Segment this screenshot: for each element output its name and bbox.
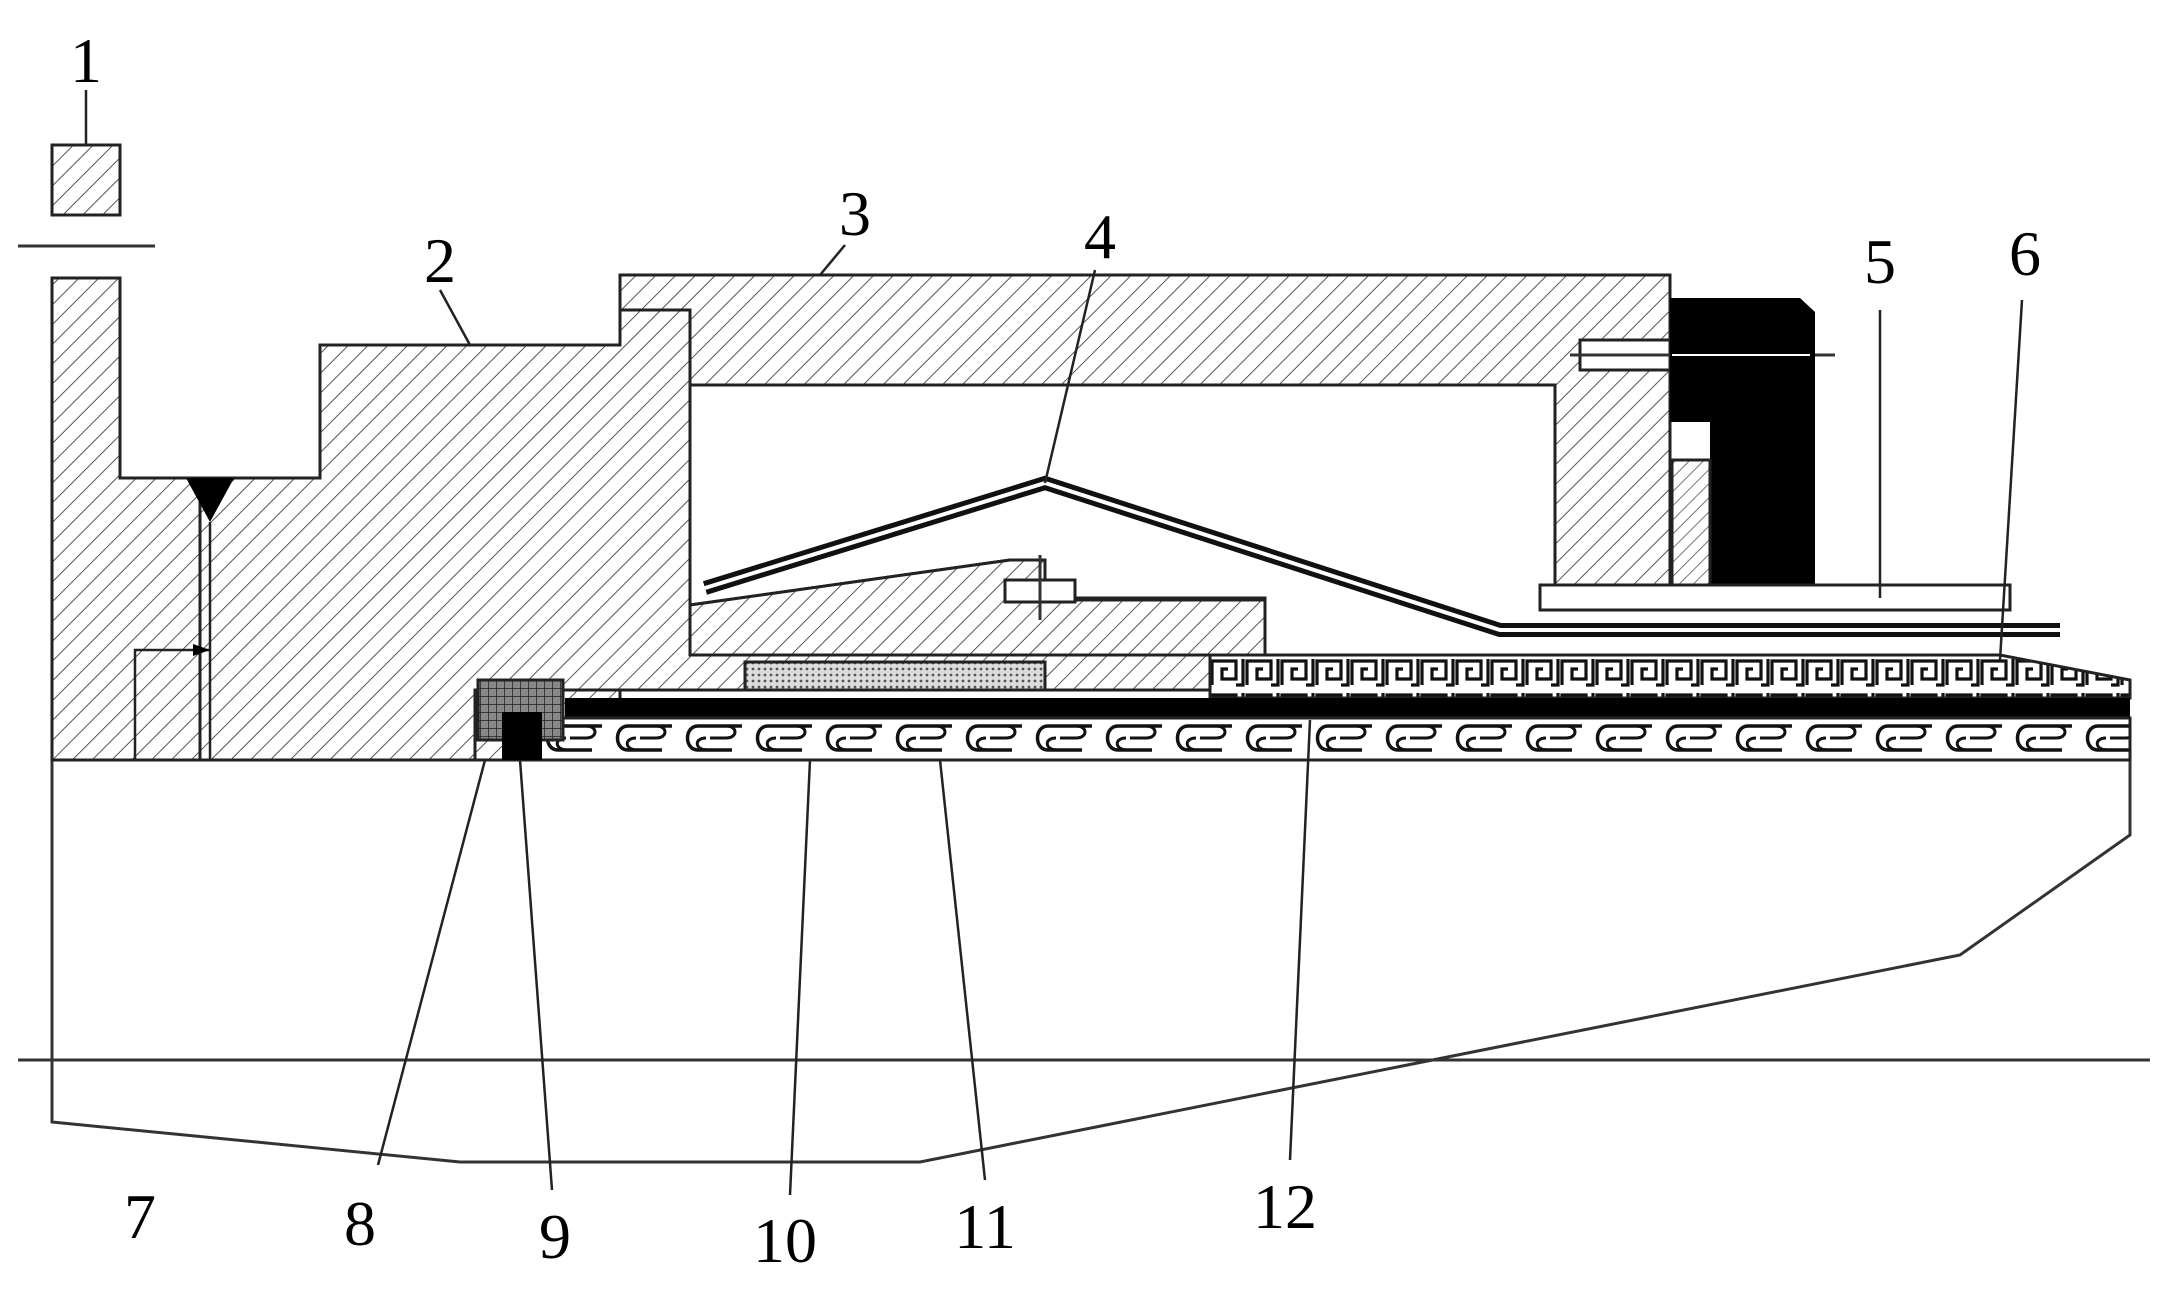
leader-10	[788, 759, 812, 1196]
callout-10: 10	[753, 1205, 817, 1276]
part-3-gland-cover	[618, 273, 1672, 594]
callout-7: 7	[124, 1181, 156, 1252]
callout-5: 5	[1864, 226, 1896, 297]
part-10-11-chain-layer	[538, 716, 2132, 762]
leader-3	[819, 244, 846, 276]
leader-9	[518, 759, 554, 1191]
callout-4: 4	[1084, 201, 1116, 272]
part-9-black-block	[502, 712, 542, 760]
callout-12: 12	[1253, 1171, 1317, 1242]
leader-4	[1043, 269, 1097, 484]
leader-6	[1998, 299, 2024, 661]
callout-3: 3	[839, 178, 871, 249]
callout-1: 1	[70, 25, 102, 96]
weld-symbol	[186, 478, 234, 522]
part-12-black-strip	[565, 698, 2130, 718]
part-4-diaphragm-inner	[704, 480, 2060, 632]
support-ring	[688, 558, 1267, 657]
seal-ring-shoulder	[1670, 458, 1712, 602]
callout-9: 9	[539, 1201, 571, 1272]
callout-11: 11	[954, 1191, 1016, 1262]
part-1-flange-top	[50, 143, 122, 217]
part-6-labyrinth-seal	[1208, 653, 2132, 700]
leader-8	[376, 759, 487, 1166]
packing-strip	[743, 660, 1047, 692]
black-seal-ring	[1670, 298, 1815, 600]
callout-8: 8	[344, 1188, 376, 1259]
part-5-plate	[1538, 583, 2012, 612]
leader-2	[438, 289, 472, 346]
callout-2: 2	[424, 225, 456, 296]
leader-11	[938, 759, 987, 1181]
casing-outline	[50, 760, 2132, 1164]
weld-arrowhead	[193, 644, 210, 656]
leader-12	[1288, 719, 1312, 1161]
callout-6: 6	[2009, 218, 2041, 289]
weld-arrow	[133, 648, 210, 760]
